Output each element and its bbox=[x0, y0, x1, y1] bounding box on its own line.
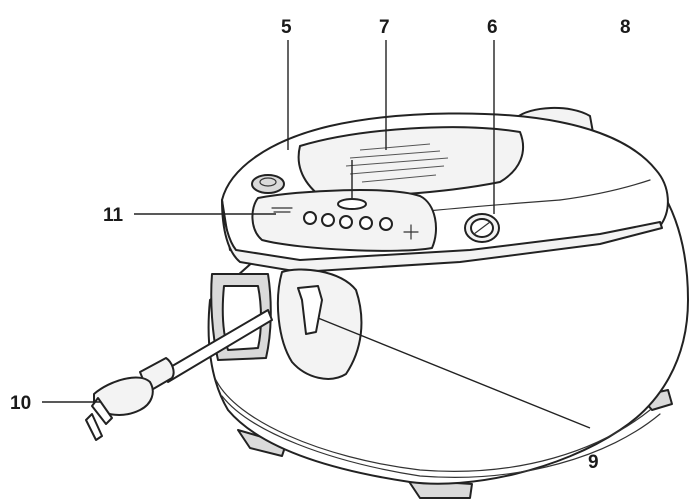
callout-11: 11 bbox=[103, 205, 124, 226]
control-buttons bbox=[271, 207, 419, 240]
leader-9 bbox=[317, 317, 591, 429]
handle bbox=[276, 268, 363, 380]
callout-6: 6 bbox=[487, 17, 498, 38]
window-glare bbox=[345, 143, 449, 183]
plug bbox=[85, 376, 154, 441]
control-panel bbox=[251, 189, 437, 252]
callout-5: 5 bbox=[281, 17, 292, 38]
lid-release bbox=[464, 213, 500, 243]
leader-lines bbox=[42, 40, 591, 429]
callout-10: 10 bbox=[10, 393, 31, 414]
steam-vent bbox=[251, 174, 285, 194]
callout-8: 8 bbox=[620, 17, 631, 38]
viewing-window bbox=[297, 126, 525, 198]
callout-9: 9 bbox=[588, 452, 599, 473]
callouts: 5 7 6 8 11 10 9 bbox=[10, 17, 631, 473]
callout-7: 7 bbox=[379, 17, 390, 38]
